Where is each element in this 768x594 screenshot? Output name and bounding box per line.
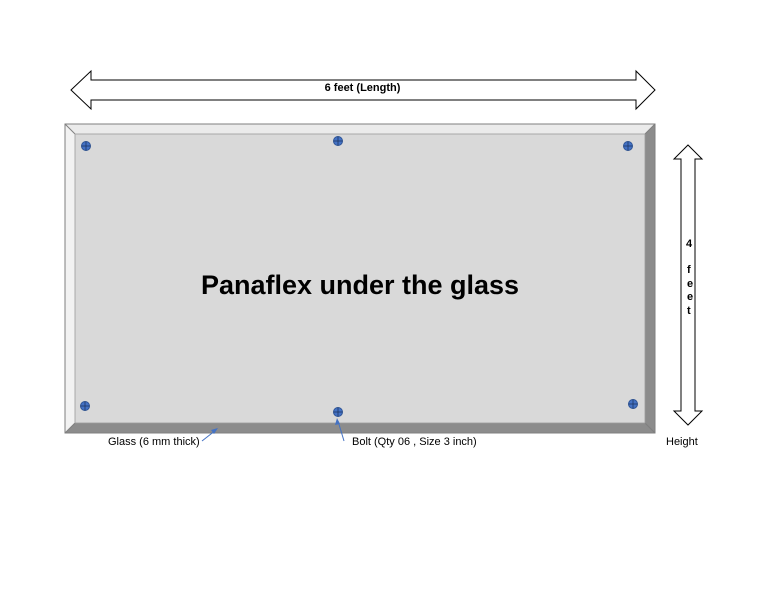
height-unit: feet bbox=[687, 264, 694, 317]
bolt-icon bbox=[628, 399, 638, 409]
glass-panel bbox=[64, 123, 656, 434]
panaflex-face bbox=[75, 134, 645, 423]
bolt-icon bbox=[81, 141, 91, 151]
glass-leader-line bbox=[201, 428, 218, 442]
height-value: 4 bbox=[686, 238, 693, 250]
bolt-label: Bolt (Qty 06 , Size 3 inch) bbox=[352, 436, 477, 448]
length-arrow bbox=[70, 69, 656, 111]
bolt-icon bbox=[333, 136, 343, 146]
bolt-icon bbox=[80, 401, 90, 411]
bevel-right bbox=[645, 124, 655, 433]
bevel-bottom bbox=[65, 423, 655, 433]
glass-label: Glass (6 mm thick) bbox=[108, 436, 200, 448]
bolt-leader-line bbox=[335, 418, 345, 442]
height-arrow bbox=[672, 144, 704, 426]
panel-outline bbox=[64, 123, 656, 434]
panel-title: Panaflex under the glass bbox=[200, 270, 520, 300]
length-label: 6 feet (Length) bbox=[324, 82, 401, 94]
bolt-icon bbox=[333, 407, 343, 417]
bevel-left bbox=[65, 124, 75, 433]
bevel-top bbox=[65, 124, 655, 134]
bolt-icon bbox=[623, 141, 633, 151]
height-label: Height bbox=[666, 436, 698, 448]
